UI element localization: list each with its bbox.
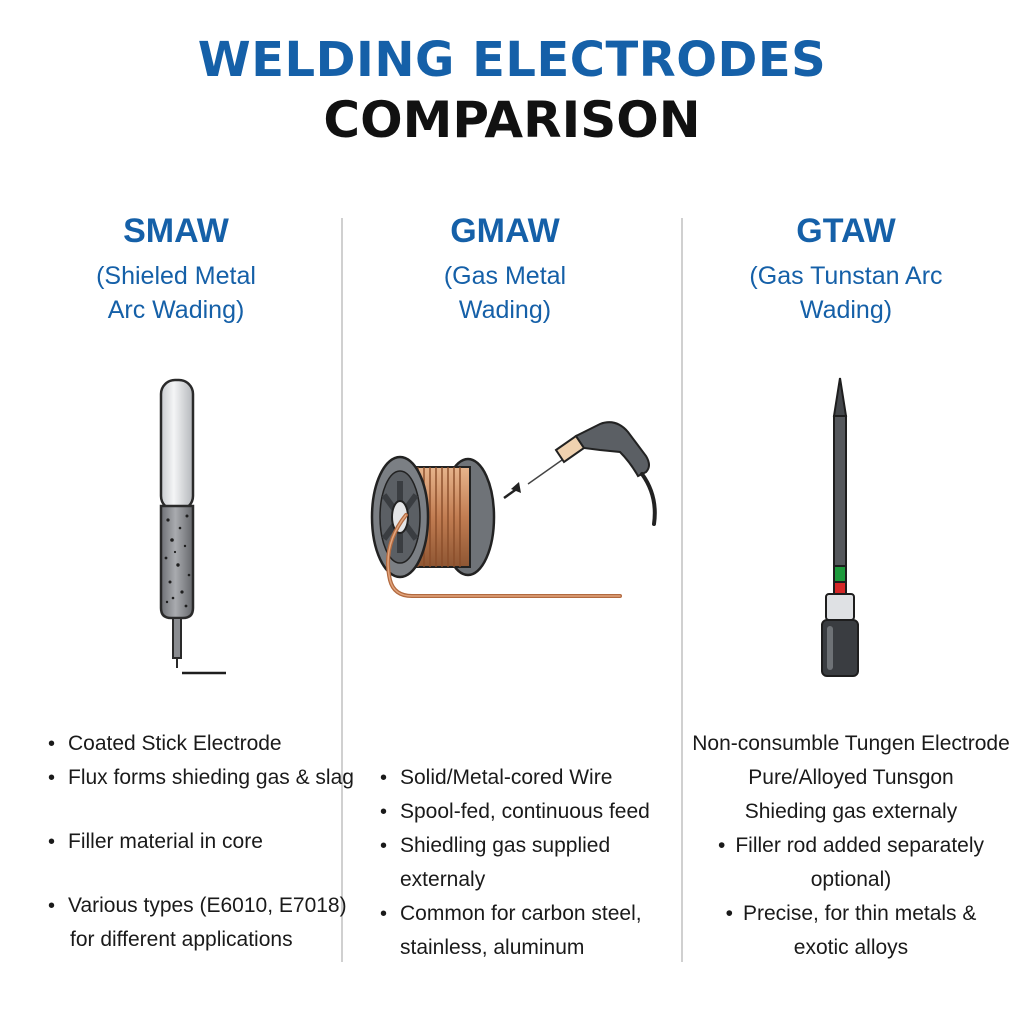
gtaw-abbr: GTAW xyxy=(796,212,896,250)
list-item: •Spool-fed, continuous feed xyxy=(380,800,650,823)
gmaw-full-name-2: Wading) xyxy=(458,296,552,324)
list-item: Shieding gas externaly xyxy=(744,800,958,823)
smaw-abbr: SMAW xyxy=(123,212,229,250)
gtaw-full-name-1: (Gas Tunstan Arc xyxy=(749,262,943,290)
list-item: Non-consumble Tungen Electrode xyxy=(692,732,1010,755)
smaw-full-name-1: (Shieled Metal xyxy=(96,262,256,290)
stick-electrode-icon xyxy=(159,378,226,675)
list-item: •Shiedling gas supplied xyxy=(380,834,611,857)
list-item: optional) xyxy=(810,868,892,891)
mig-torch-icon xyxy=(386,421,657,598)
list-item: externaly xyxy=(400,868,486,891)
list-item: •Filler material in core xyxy=(48,830,263,853)
gtaw-bullet-list: Non-consumble Tungen Electrode Pure/Allo… xyxy=(686,727,1016,965)
title-line-1: WELDING ELECTRODES xyxy=(197,32,827,88)
list-item: •Precise, for thin metals & xyxy=(725,902,977,925)
gmaw-header: GMAW (Gas Metal Wading) xyxy=(335,212,675,327)
gmaw-bullet-list: •Solid/Metal-cored Wire •Spool-fed, cont… xyxy=(380,761,650,965)
gmaw-full-name-1: (Gas Metal xyxy=(443,262,567,290)
list-item: exotic alloys xyxy=(793,936,909,959)
column-divider-1 xyxy=(341,218,343,962)
list-item: •Solid/Metal-cored Wire xyxy=(380,766,613,789)
list-item: for different applications xyxy=(70,928,293,951)
column-divider-2 xyxy=(681,218,683,962)
list-item: •Filler rod added separately xyxy=(718,834,984,857)
list-item: •Flux forms shieding gas & slag xyxy=(48,766,354,789)
title-line-2: COMPARISON xyxy=(323,90,701,149)
list-item: stainless, aluminum xyxy=(400,936,585,959)
smaw-full-name-2: Arc Wading) xyxy=(107,296,245,324)
list-item: •Coated Stick Electrode xyxy=(48,732,282,755)
smaw-bullet-list: •Coated Stick Electrode •Flux forms shie… xyxy=(48,727,354,957)
tungsten-electrode-icon xyxy=(821,377,859,677)
gtaw-full-name-2: Wading) xyxy=(799,296,893,324)
list-item: •Various types (E6010, E7018) xyxy=(48,894,347,917)
gmaw-abbr: GMAW xyxy=(450,212,560,250)
smaw-header: SMAW (Shieled Metal Arc Wading) xyxy=(6,212,346,327)
gtaw-header: GTAW (Gas Tunstan Arc Wading) xyxy=(676,212,1016,327)
page-title: WELDING ELECTRODES COMPARISON xyxy=(0,32,1024,149)
list-item: Pure/Alloyed Tunsgon xyxy=(748,766,954,789)
list-item: •Common for carbon steel, xyxy=(380,902,642,925)
